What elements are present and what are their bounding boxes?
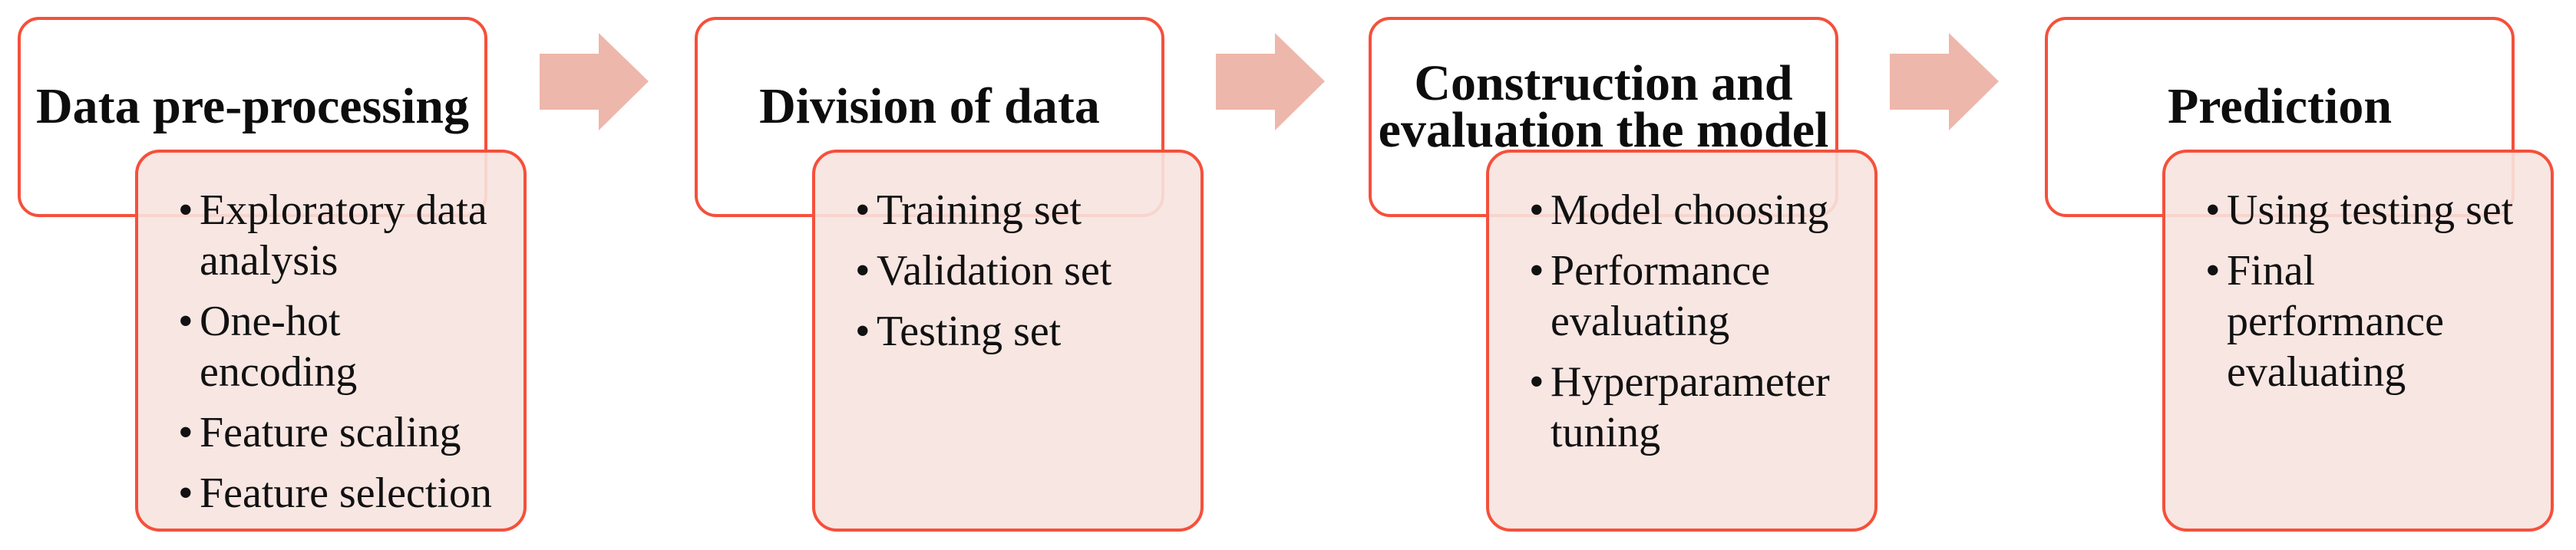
bullet-item: Model choosing xyxy=(1529,185,1874,235)
bullet-item: One-hot encoding xyxy=(178,296,523,397)
bullet-text: Using testing set xyxy=(2227,186,2514,234)
stage-title: Division of data xyxy=(759,78,1100,135)
stage-detail-box: Exploratory data analysis One-hot encodi… xyxy=(135,150,527,532)
bullet-text: Performance evaluating xyxy=(1551,247,1771,345)
bullet-dot-icon xyxy=(2205,245,2227,296)
bullet-item: Testing set xyxy=(855,306,1200,357)
arrow-right-shape xyxy=(1216,33,1325,130)
bullet-text: Validation set xyxy=(877,247,1112,295)
bullet-dot-icon xyxy=(178,468,200,519)
stage-card-division-of-data: Training set Validation set Testing set … xyxy=(695,0,1339,550)
bullet-text: Training set xyxy=(877,186,1082,234)
bullet-dot-icon xyxy=(178,296,200,347)
bullet-text: One-hot encoding xyxy=(200,298,358,396)
stage-card-data-pre-processing: Exploratory data analysis One-hot encodi… xyxy=(18,0,662,550)
bullet-dot-icon xyxy=(855,245,877,296)
stage-title: Prediction xyxy=(2167,78,2393,135)
bullet-dot-icon xyxy=(855,185,877,235)
bullet-text: Exploratory data analysis xyxy=(200,186,487,285)
bullet-dot-icon xyxy=(2205,185,2227,235)
bullet-dot-icon xyxy=(1529,245,1551,296)
bullet-dot-icon xyxy=(855,306,877,357)
stage-bullet-list: Using testing set Final performance eval… xyxy=(2205,185,2551,397)
stage-bullet-list: Model choosing Performance evaluating Hy… xyxy=(1529,185,1874,458)
stage-bullet-list: Exploratory data analysis One-hot encodi… xyxy=(178,185,523,519)
stage-card-construction-evaluation: Model choosing Performance evaluating Hy… xyxy=(1369,0,2013,550)
bullet-item: Feature scaling xyxy=(178,407,523,458)
bullet-text: Model choosing xyxy=(1551,186,1829,234)
bullet-text: Feature selection xyxy=(200,469,492,517)
bullet-text: Testing set xyxy=(877,308,1062,355)
bullet-text: Feature scaling xyxy=(200,409,461,456)
bullet-dot-icon xyxy=(178,185,200,235)
bullet-dot-icon xyxy=(178,407,200,458)
bullet-text: Final performance evaluating xyxy=(2227,247,2444,396)
arrow-right-shape xyxy=(540,33,649,130)
stage-detail-box: Training set Validation set Testing set xyxy=(812,150,1204,532)
bullet-item: Validation set xyxy=(855,245,1200,296)
arrow-right-shape xyxy=(1890,33,1999,130)
stage-detail-box: Using testing set Final performance eval… xyxy=(2162,150,2554,532)
bullet-item: Final performance evaluating xyxy=(2205,245,2551,397)
stage-title: Data pre-processing xyxy=(35,78,470,135)
stage-detail-box: Model choosing Performance evaluating Hy… xyxy=(1486,150,1878,532)
bullet-dot-icon xyxy=(1529,357,1551,407)
arrow-right-icon xyxy=(1216,33,1325,130)
bullet-item: Training set xyxy=(855,185,1200,235)
stage-title: Construction and evaluation the model xyxy=(1378,54,1829,158)
bullet-item: Feature selection xyxy=(178,468,523,519)
stage-card-prediction: Using testing set Final performance eval… xyxy=(2045,0,2576,550)
bullet-item: Exploratory data analysis xyxy=(178,185,523,286)
bullet-item: Using testing set xyxy=(2205,185,2551,235)
bullet-dot-icon xyxy=(1529,185,1551,235)
bullet-item: Hyperparameter tuning xyxy=(1529,357,1874,458)
bullet-text: Hyperparameter tuning xyxy=(1551,358,1830,456)
arrow-right-icon xyxy=(1890,33,1999,130)
stage-bullet-list: Training set Validation set Testing set xyxy=(855,185,1200,357)
bullet-item: Performance evaluating xyxy=(1529,245,1874,347)
arrow-right-icon xyxy=(540,33,649,130)
